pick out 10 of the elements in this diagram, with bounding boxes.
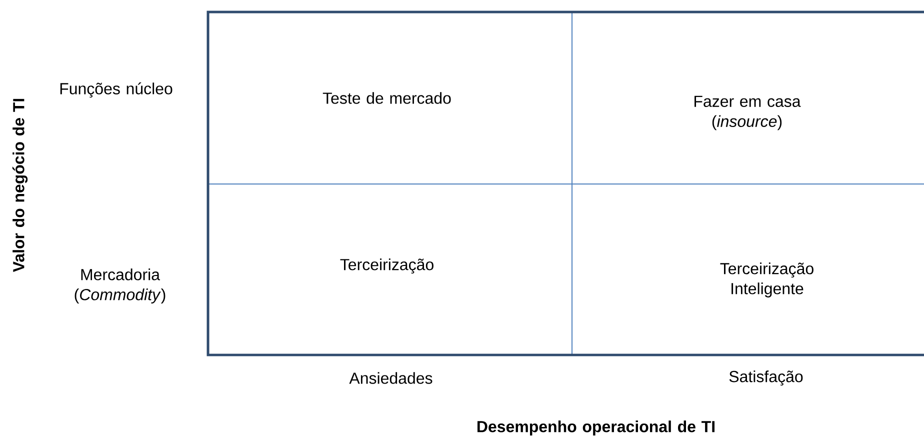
quadrant-text: Terceirização Inteligente bbox=[720, 262, 814, 298]
quadrant-text: Terceirização bbox=[340, 258, 434, 274]
axis-title: Desempenho operacional de TI bbox=[478, 420, 714, 436]
axis-label: Ansiedades bbox=[349, 372, 432, 384]
quadrant-text: Teste de mercado bbox=[322, 92, 451, 104]
axis-label: Funções núcleo bbox=[60, 82, 172, 98]
axis-label: Mercadoria (Commodity) bbox=[74, 268, 166, 304]
quadrant-text: Fazer em casa (insource) bbox=[694, 96, 801, 130]
axis-title: Valor do negócio de TI bbox=[12, 98, 28, 272]
axis-label: Satisfação bbox=[729, 370, 803, 386]
